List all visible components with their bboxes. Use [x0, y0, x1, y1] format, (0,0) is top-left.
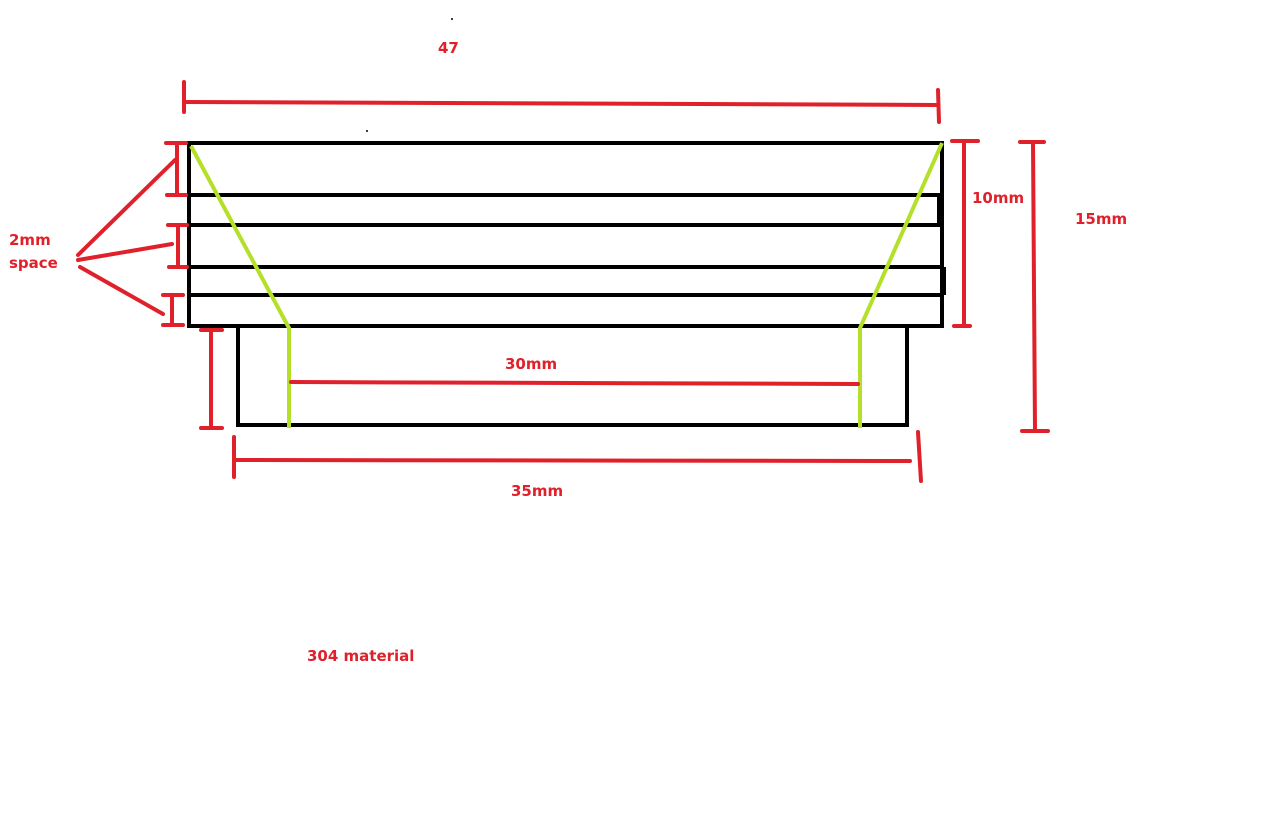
leader-line: [76, 158, 177, 257]
dimension-lines: [76, 80, 1050, 483]
label-inner-width: 30mm: [505, 355, 557, 373]
dim-inner-width-line: [289, 380, 860, 386]
base-step-outline: [236, 328, 909, 427]
dim-base-width-line: [232, 458, 912, 463]
stray-dot: [366, 130, 368, 132]
label-material: 304 material: [307, 647, 414, 665]
part-outline: [187, 141, 946, 427]
taper-lines: [189, 142, 944, 428]
stray-dot: [451, 18, 453, 20]
label-base-width: 35mm: [511, 482, 563, 500]
dimension-labels: 47 2mm space 10mm 15mm 30mm 35mm 304 mat…: [9, 39, 1127, 665]
label-top-width: 47: [438, 39, 459, 57]
leader-line: [78, 265, 165, 316]
dim-base-width-tick-right: [916, 430, 923, 483]
label-space-line2: space: [9, 254, 58, 272]
label-height-total: 15mm: [1075, 210, 1127, 228]
taper-left: [189, 145, 291, 428]
label-height-upper: 10mm: [972, 189, 1024, 207]
upper-body-outline: [187, 141, 944, 328]
taper-right: [858, 142, 944, 428]
leader-line: [76, 242, 174, 262]
dim-top-width-tick-right: [936, 88, 941, 124]
dim-height-total-line: [1031, 140, 1037, 433]
dim-top-width-line: [182, 100, 940, 107]
label-space-line1: 2mm: [9, 231, 51, 249]
